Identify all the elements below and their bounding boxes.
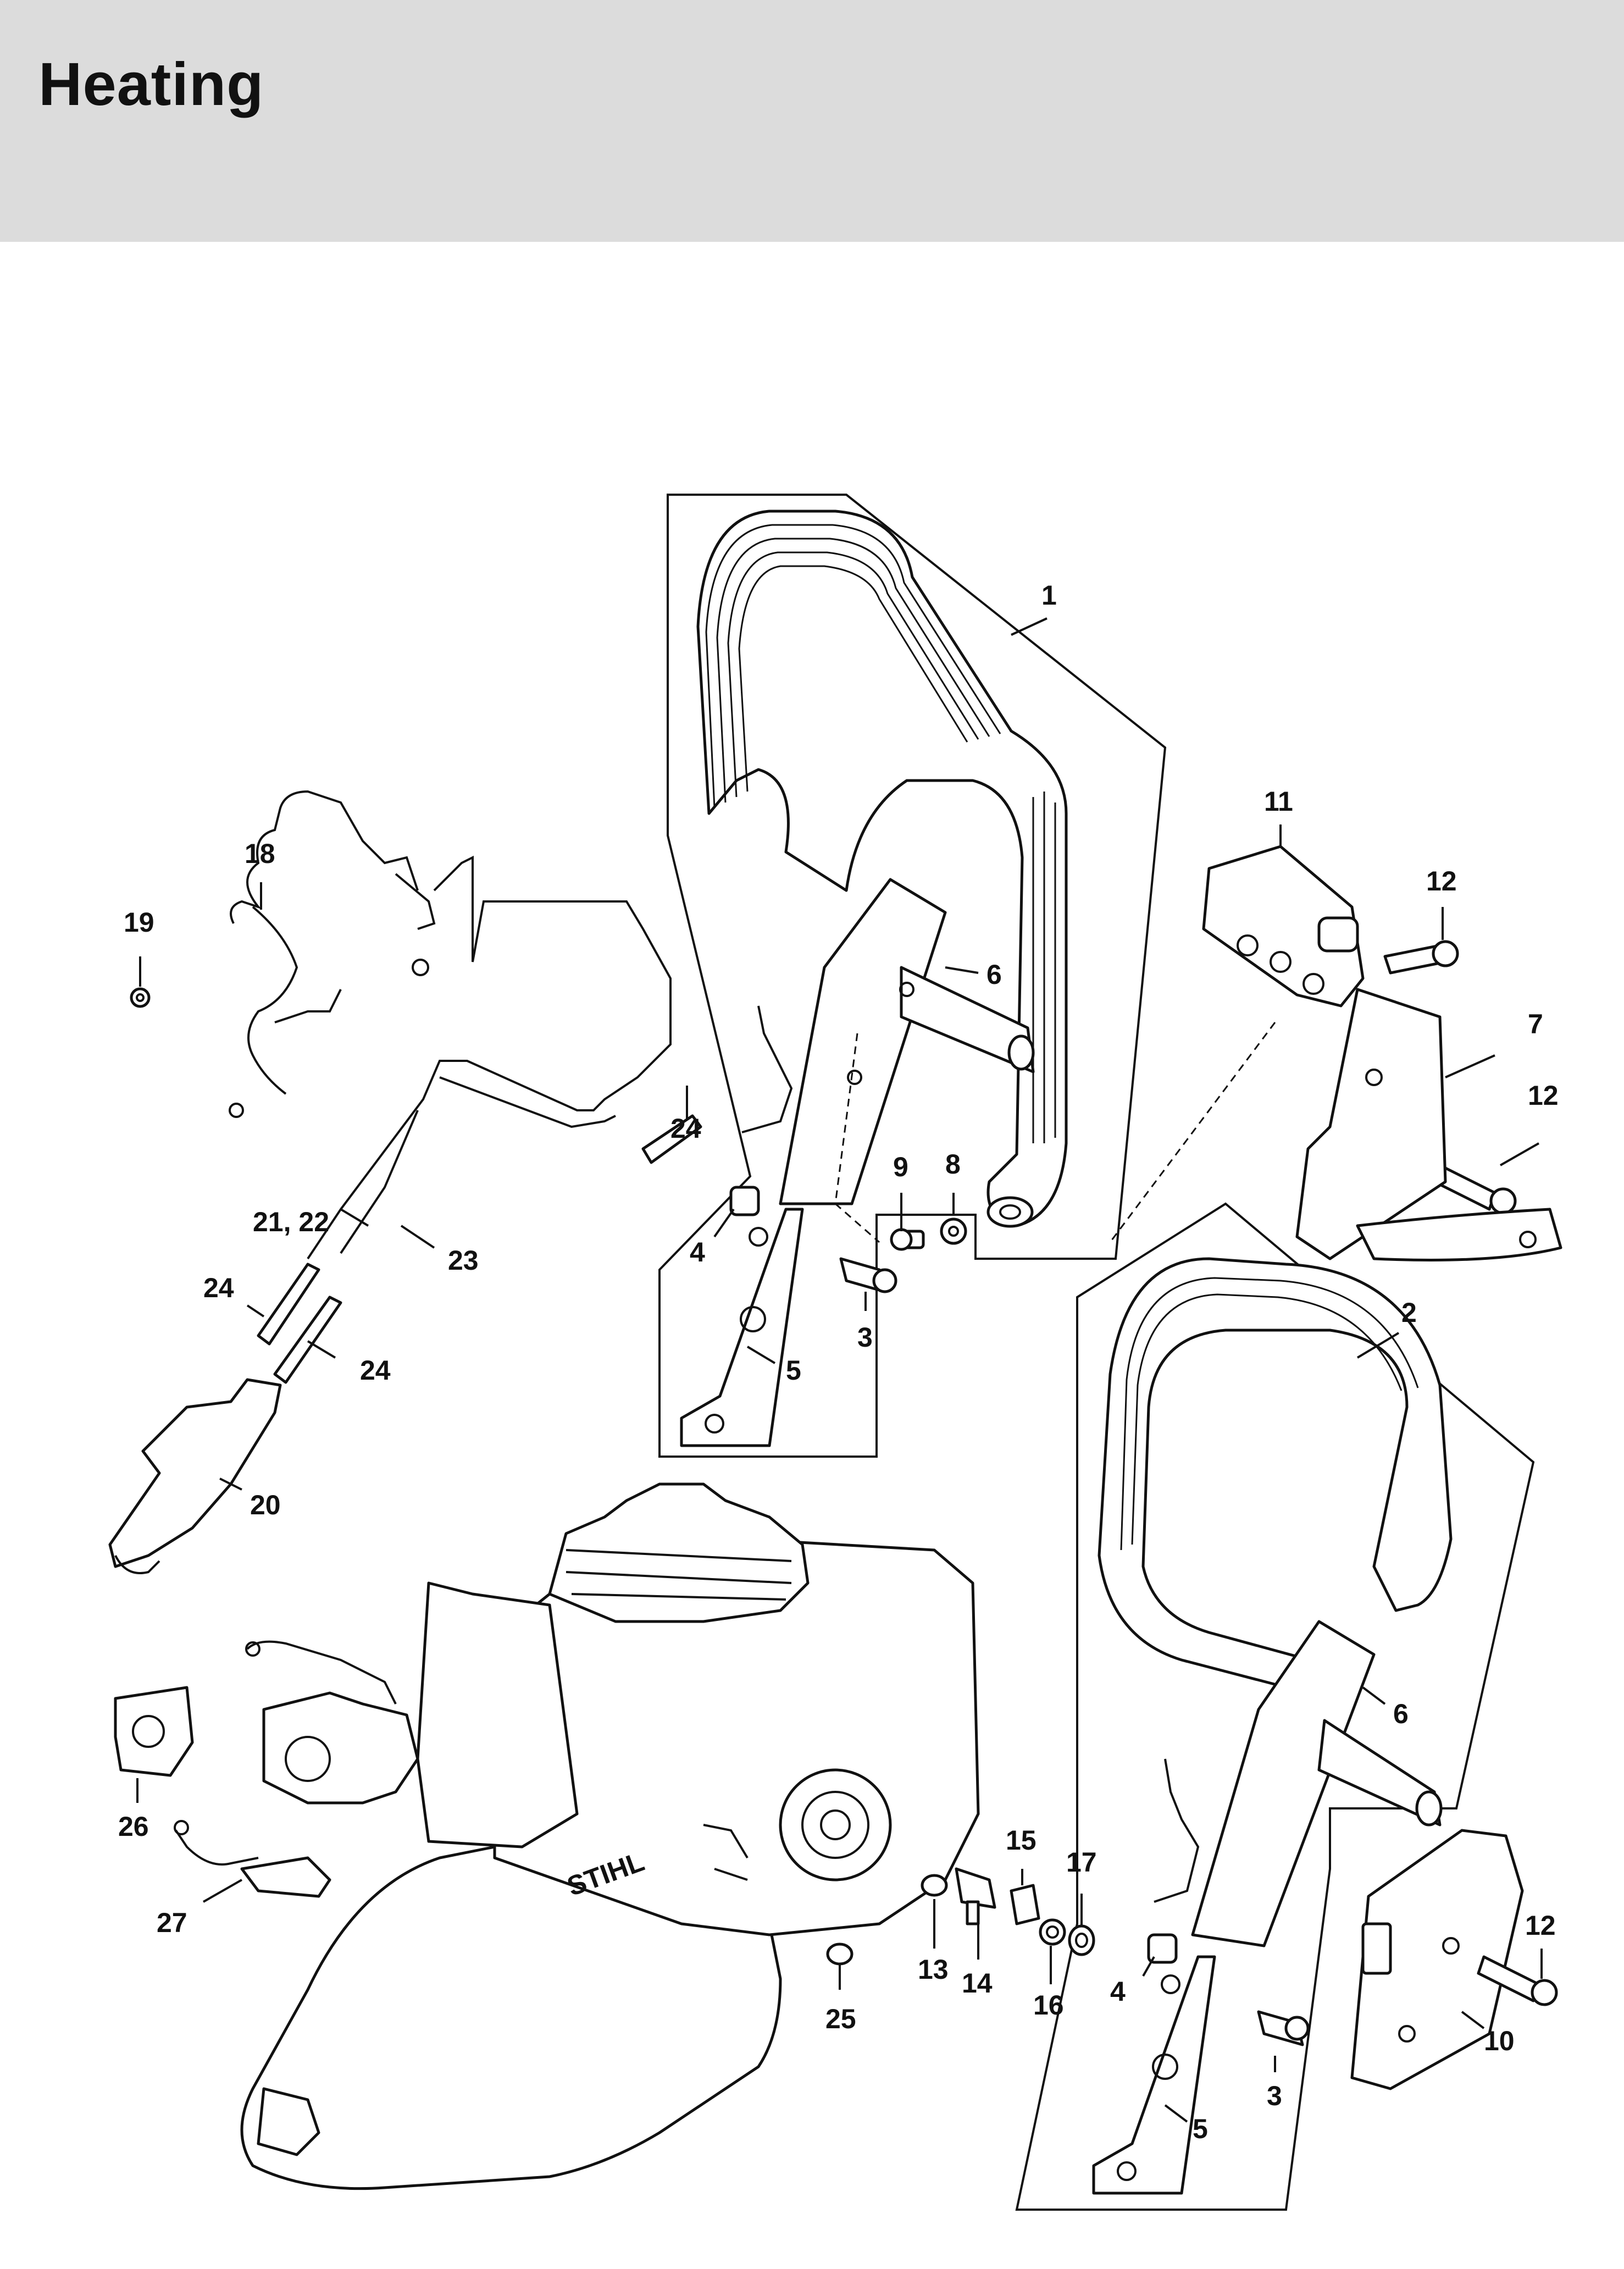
washer-8 xyxy=(940,1217,967,1245)
assembly-frame-upper xyxy=(658,494,1167,1458)
front-handle-bar-1 xyxy=(696,510,1068,1228)
callout-4-lower: 4 xyxy=(1110,1976,1126,2007)
front-handle-bar-2 xyxy=(1098,1257,1453,1695)
callout-11: 11 xyxy=(1264,786,1293,817)
callout-15: 15 xyxy=(1006,1825,1037,1856)
callout-9: 9 xyxy=(893,1152,908,1182)
callout-14: 14 xyxy=(962,1968,993,1999)
heating-foil-20 xyxy=(108,1378,282,1574)
callout-5-upper: 5 xyxy=(786,1355,801,1386)
screw-9 xyxy=(890,1228,925,1251)
connector-19 xyxy=(130,987,151,1008)
callout-19: 19 xyxy=(124,907,154,938)
callout-10: 10 xyxy=(1484,2026,1515,2056)
callout-7: 7 xyxy=(1528,1009,1543,1039)
callout-labels: 1 2 3 3 4 4 5 5 6 6 7 8 9 10 11 12 12 12… xyxy=(118,580,1559,2144)
heating-element-27 xyxy=(174,1820,331,1898)
assembly-line-cover xyxy=(1109,1022,1276,1243)
screw-3-upper xyxy=(839,1257,897,1293)
handle-sleeve-6-lower xyxy=(1191,1620,1443,1947)
callout-21-22: 21, 22 xyxy=(253,1207,329,1237)
grommet-25 xyxy=(826,1943,853,1966)
cable-23 xyxy=(307,855,672,1260)
sleeve-24-lower xyxy=(273,1296,342,1384)
callout-23: 23 xyxy=(448,1245,479,1276)
spacer-4-lower xyxy=(1147,1933,1178,1964)
callout-20: 20 xyxy=(250,1490,281,1520)
callout-2: 2 xyxy=(1401,1297,1417,1328)
callout-16: 16 xyxy=(1033,1990,1064,2021)
callout-26: 26 xyxy=(118,1811,149,1842)
heating-wire-lower xyxy=(1154,1758,1200,1903)
callout-13: 13 xyxy=(918,1954,949,1985)
screw-12-top xyxy=(1383,940,1459,975)
sleeve-24-left xyxy=(257,1263,320,1346)
callout-6-upper: 6 xyxy=(986,959,1002,990)
callout-24-left: 24 xyxy=(203,1272,234,1303)
ring-17 xyxy=(1068,1924,1095,1956)
callout-3-upper: 3 xyxy=(857,1322,873,1353)
callout-5-lower: 5 xyxy=(1193,2113,1208,2144)
heating-wire-upper xyxy=(741,1005,793,1133)
callout-8: 8 xyxy=(945,1149,961,1180)
heating-element-11 xyxy=(1202,845,1365,1008)
callout-4-upper: 4 xyxy=(690,1237,705,1268)
callout-12-lower: 12 xyxy=(1525,1910,1556,1941)
callout-27: 27 xyxy=(157,1907,187,1938)
callout-24-lower: 24 xyxy=(360,1355,391,1386)
assembly-line-upper xyxy=(834,1033,880,1243)
callout-24-right: 24 xyxy=(670,1113,701,1144)
wiring-harness-18 xyxy=(229,790,436,1118)
bracket-5-lower xyxy=(1092,1955,1216,2195)
callout-18: 18 xyxy=(245,838,275,869)
gasket-26 xyxy=(114,1686,194,1777)
handle-sleeve-6-upper xyxy=(779,878,1035,1205)
chainsaw-body: STIHL xyxy=(240,1482,980,2190)
callout-3-lower: 3 xyxy=(1267,2080,1282,2111)
sleeve-24-right xyxy=(641,1114,702,1164)
callout-12-middle: 12 xyxy=(1528,1080,1559,1111)
ring-16 xyxy=(1039,1918,1066,1946)
leader-lines xyxy=(136,617,1543,2123)
callout-12-top: 12 xyxy=(1426,866,1457,896)
plug-14 xyxy=(955,1867,996,1925)
callout-1: 1 xyxy=(1041,580,1057,611)
spacer-4-upper xyxy=(729,1186,760,1216)
page-header: Heating xyxy=(0,0,1624,242)
screw-12-lower xyxy=(1477,1955,1558,2006)
page-title: Heating xyxy=(38,51,264,118)
screw-3-lower xyxy=(1257,2010,1310,2046)
clip-15 xyxy=(1010,1884,1040,1925)
callout-17: 17 xyxy=(1066,1847,1097,1878)
carburettor-assembly xyxy=(245,1640,419,1805)
callout-6-lower: 6 xyxy=(1393,1698,1409,1729)
cover-7 xyxy=(1295,988,1562,1261)
bracket-5-upper xyxy=(680,1208,804,1447)
callout-25: 25 xyxy=(825,2004,856,2034)
bushing-13 xyxy=(921,1874,948,1897)
screw-12-middle xyxy=(1433,1164,1517,1215)
